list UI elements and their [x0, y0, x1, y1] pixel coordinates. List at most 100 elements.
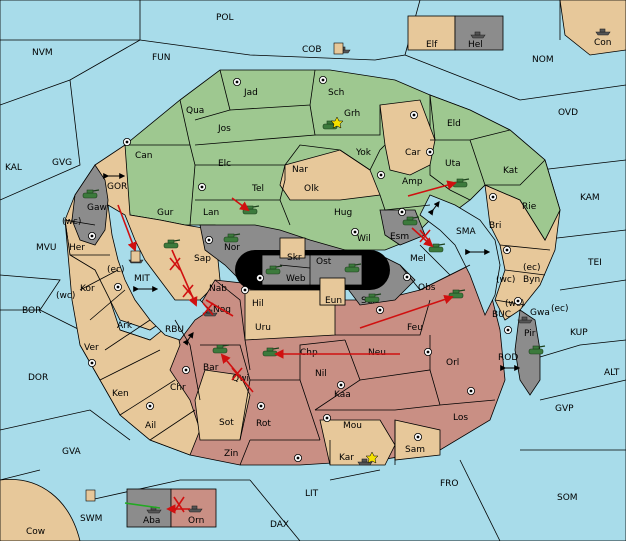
failed-order-marks [169, 229, 431, 513]
sea-labels: POL NVM FUN COB NOM OVD KAL GVG KAM MVU … [5, 13, 620, 530]
svg-text:Elf: Elf [426, 40, 438, 50]
territory-borders [64, 69, 551, 466]
svg-text:Ver: Ver [84, 343, 99, 353]
svg-text:Con: Con [594, 38, 612, 48]
svg-text:Can: Can [135, 151, 153, 161]
svg-text:Uru: Uru [255, 323, 271, 333]
svg-text:Gwa: Gwa [530, 308, 550, 318]
svg-text:Rie: Rie [522, 202, 537, 212]
svg-text:SMA: SMA [456, 227, 476, 237]
svg-text:Uta: Uta [445, 159, 461, 169]
svg-text:Pir: Pir [524, 329, 536, 339]
svg-text:(wc): (wc) [62, 217, 81, 227]
svg-text:MIT: MIT [134, 274, 150, 284]
svg-text:Chr: Chr [170, 383, 186, 393]
svg-text:KAM: KAM [580, 193, 600, 203]
flag-icon [85, 489, 96, 502]
svg-text:SWM: SWM [80, 514, 102, 524]
svg-text:Elc: Elc [218, 159, 231, 169]
svg-text:Nil: Nil [315, 369, 327, 379]
svg-text:Aba: Aba [143, 516, 160, 526]
svg-text:Rot: Rot [256, 419, 271, 429]
svg-text:Web: Web [286, 274, 306, 284]
svg-text:MVU: MVU [36, 243, 57, 253]
svg-text:Amp: Amp [402, 177, 423, 187]
svg-text:Byn: Byn [523, 275, 540, 285]
svg-text:Chp: Chp [300, 348, 318, 358]
svg-text:Nor: Nor [224, 243, 240, 253]
svg-text:Ark: Ark [117, 321, 133, 331]
flag-icon [333, 42, 344, 55]
svg-text:ALT: ALT [604, 368, 620, 378]
svg-text:BUC: BUC [492, 310, 511, 320]
svg-text:BOR: BOR [22, 306, 41, 316]
svg-text:DAX: DAX [270, 520, 289, 530]
svg-text:(ec): (ec) [523, 263, 541, 273]
flag-icon [130, 250, 141, 263]
svg-text:Neu: Neu [368, 348, 386, 358]
territory-eun[interactable] [319, 277, 346, 306]
svg-text:Her: Her [69, 243, 85, 253]
svg-text:Jos: Jos [217, 124, 231, 134]
svg-text:Eun: Eun [325, 296, 342, 306]
territory-pir [514, 309, 541, 396]
svg-text:(ec): (ec) [551, 304, 569, 314]
svg-text:Car: Car [405, 148, 421, 158]
svg-text:GVG: GVG [52, 158, 72, 168]
svg-text:Esm: Esm [390, 232, 409, 242]
coast-labels: (wc) (ec) (wc) (wc) (ec) (wc) (ec) [56, 217, 569, 314]
svg-text:(wc): (wc) [56, 291, 75, 301]
svg-text:KAL: KAL [5, 163, 22, 173]
svg-text:Sch: Sch [328, 88, 344, 98]
svg-text:Ost: Ost [316, 257, 332, 267]
svg-text:NOM: NOM [532, 55, 554, 65]
svg-text:COB: COB [302, 45, 322, 55]
svg-text:DOR: DOR [28, 373, 48, 383]
svg-text:FUN: FUN [152, 53, 171, 63]
svg-text:Gur: Gur [157, 208, 174, 218]
svg-text:Wil: Wil [357, 234, 371, 244]
svg-text:Sap: Sap [194, 254, 211, 264]
svg-text:Yok: Yok [355, 148, 372, 158]
svg-text:NVM: NVM [32, 48, 53, 58]
svg-text:Cow: Cow [26, 527, 45, 537]
svg-text:Tel: Tel [251, 184, 264, 194]
svg-text:Orn: Orn [188, 516, 204, 526]
svg-text:Bri: Bri [489, 221, 501, 231]
svg-text:Kor: Kor [80, 284, 95, 294]
svg-text:Lan: Lan [203, 208, 219, 218]
svg-text:TEI: TEI [587, 258, 602, 268]
svg-text:Ail: Ail [145, 421, 156, 431]
svg-text:Obs: Obs [418, 283, 436, 293]
svg-text:Qua: Qua [186, 106, 204, 116]
svg-text:Mou: Mou [343, 421, 362, 431]
svg-text:SOM: SOM [557, 493, 578, 503]
svg-text:Kaa: Kaa [334, 390, 351, 400]
svg-text:Sam: Sam [405, 445, 425, 455]
svg-text:Bar: Bar [203, 363, 219, 373]
svg-text:Ken: Ken [112, 389, 129, 399]
svg-text:POL: POL [216, 13, 234, 23]
svg-text:Feu: Feu [407, 323, 423, 333]
svg-text:Grh: Grh [344, 109, 360, 119]
svg-text:OVD: OVD [558, 108, 578, 118]
svg-text:GVP: GVP [555, 404, 574, 414]
svg-text:Skr: Skr [287, 253, 302, 263]
svg-text:Zin: Zin [224, 449, 238, 459]
svg-text:Mel: Mel [410, 254, 426, 264]
svg-text:Los: Los [453, 413, 468, 423]
territory-gaw [71, 164, 109, 246]
svg-text:Nar: Nar [292, 165, 308, 175]
svg-text:FRO: FRO [440, 479, 459, 489]
svg-text:Kat: Kat [503, 166, 518, 176]
svg-text:Hel: Hel [468, 40, 483, 50]
svg-text:Kar: Kar [339, 453, 354, 463]
territory-skr[interactable] [279, 237, 306, 259]
svg-text:Eld: Eld [447, 119, 461, 129]
svg-text:Gaw: Gaw [87, 203, 107, 213]
svg-text:GOR: GOR [107, 182, 127, 192]
svg-text:Olk: Olk [304, 184, 320, 194]
svg-text:GVA: GVA [62, 447, 82, 457]
